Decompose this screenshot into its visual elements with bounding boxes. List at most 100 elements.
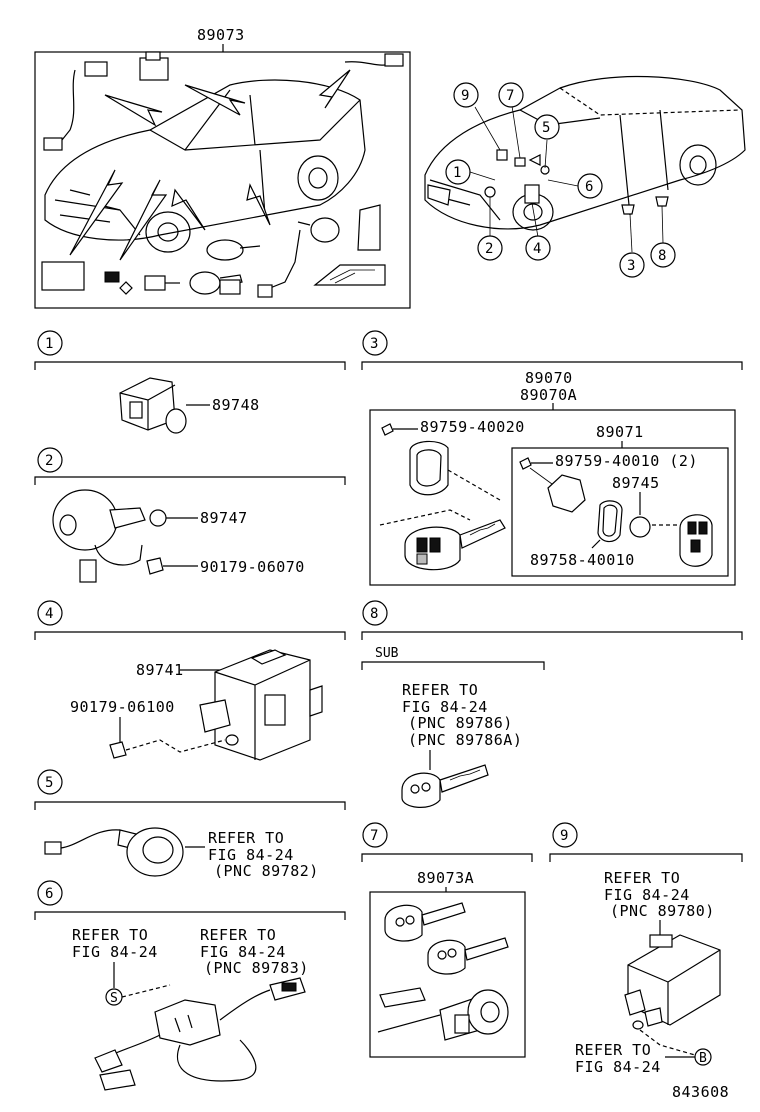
svg-text:7: 7 xyxy=(506,88,514,104)
section-3-number: 3 xyxy=(370,336,378,352)
svg-text:FIG 84-24: FIG 84-24 xyxy=(200,943,286,961)
section-8-refer-note: REFER TO FIG 84-24 (PNC 89786) (PNC 8978… xyxy=(402,681,522,749)
part-label-89745: 89745 xyxy=(612,474,660,492)
section-6-number: 6 xyxy=(45,886,53,902)
car-illustration-left xyxy=(44,69,366,261)
transmitter-kit-box xyxy=(369,409,736,586)
callout-5: 5 xyxy=(534,114,560,140)
part-key-cylinder-coil xyxy=(44,827,184,877)
section-1-number: 1 xyxy=(45,336,53,352)
callout-3: 3 xyxy=(619,252,645,278)
section-1: 1 89748 xyxy=(34,330,346,434)
part-label-89758-40010: 89758-40010 xyxy=(530,551,635,569)
svg-text:REFER TO: REFER TO xyxy=(72,926,148,944)
svg-text:FIG 84-24: FIG 84-24 xyxy=(402,698,488,716)
part-89748-switch xyxy=(119,377,187,434)
section-9-number: 9 xyxy=(560,828,568,844)
svg-text:4: 4 xyxy=(533,241,541,257)
section-7: 7 89073A xyxy=(361,822,533,1058)
part-label-89759-40020: 89759-40020 xyxy=(420,418,525,436)
svg-text:REFER TO: REFER TO xyxy=(575,1041,651,1059)
part-theft-warning-ecu xyxy=(624,934,721,1030)
section-6-refer-note-b: REFER TO FIG 84-24 (PNC 89783) xyxy=(200,926,309,977)
callout-7: 7 xyxy=(498,82,524,108)
section-5-refer-note: REFER TO FIG 84-24 (PNC 89782) xyxy=(208,829,319,880)
svg-text:S: S xyxy=(110,991,118,1006)
section-5: 5 REFER TO FIG 84-24 (PNC 89782) xyxy=(34,769,346,880)
svg-text:2: 2 xyxy=(485,241,493,257)
svg-text:REFER TO: REFER TO xyxy=(200,926,276,944)
kit-receiver xyxy=(41,261,85,291)
sub-key xyxy=(401,764,489,808)
part-label-89741: 89741 xyxy=(136,661,184,679)
part-label-89073A: 89073A xyxy=(417,869,474,887)
marker-b: B xyxy=(694,1048,712,1066)
overview-kit-panel: 89073 xyxy=(34,26,411,309)
section-4-number: 4 xyxy=(45,606,53,622)
svg-text:(PNC 89782): (PNC 89782) xyxy=(214,862,319,880)
part-clip-90179-06100 xyxy=(109,741,127,759)
kit-key-1 xyxy=(189,271,221,295)
part-label-90179-06100: 90179-06100 xyxy=(70,698,175,716)
transmitter-subassembly-box xyxy=(511,447,729,577)
part-label-89748: 89748 xyxy=(212,396,260,414)
svg-text:(PNC 89786): (PNC 89786) xyxy=(408,714,513,732)
section-8-number: 8 xyxy=(370,606,378,622)
battery-89745 xyxy=(629,516,651,538)
svg-text:6: 6 xyxy=(585,179,593,195)
kit-number-label: 89073 xyxy=(197,26,245,44)
part-unlock-warning-switch xyxy=(94,977,306,1091)
svg-text:REFER TO: REFER TO xyxy=(604,869,680,887)
section-7-number: 7 xyxy=(370,828,378,844)
key-set-key-1 xyxy=(384,902,466,942)
part-label-89071: 89071 xyxy=(596,423,644,441)
assembly-label-89070A: 89070A xyxy=(520,386,577,404)
sub-label: SUB xyxy=(375,646,399,661)
svg-text:1: 1 xyxy=(453,165,461,181)
marker-s: S xyxy=(105,988,123,1006)
kit-components xyxy=(41,51,404,298)
svg-text:FIG 84-24: FIG 84-24 xyxy=(604,886,690,904)
svg-text:9: 9 xyxy=(461,88,469,104)
figure-number: 843608 xyxy=(672,1083,729,1101)
key-set-box xyxy=(369,891,526,1058)
kit-module-top xyxy=(139,57,169,81)
svg-text:FIG 84-24: FIG 84-24 xyxy=(575,1058,661,1076)
callout-8: 8 xyxy=(650,242,676,268)
callout-6: 6 xyxy=(577,173,603,199)
svg-text:(PNC 89783): (PNC 89783) xyxy=(204,959,309,977)
section-2-number: 2 xyxy=(45,453,53,469)
svg-text:B: B xyxy=(699,1051,707,1066)
svg-text:FIG 84-24: FIG 84-24 xyxy=(72,943,158,961)
section-9-refer-note-b: REFER TO FIG 84-24 xyxy=(575,1041,661,1076)
svg-text:8: 8 xyxy=(658,248,666,264)
key-set-cylinder xyxy=(377,989,509,1041)
key-set-card xyxy=(379,987,426,1008)
part-89747-buzzer xyxy=(52,489,167,583)
callout-4: 4 xyxy=(525,235,551,261)
callout-9: 9 xyxy=(453,82,479,108)
kit-box xyxy=(34,51,411,309)
svg-text:(PNC 89786A): (PNC 89786A) xyxy=(408,731,522,749)
section-3: 3 89070 89070A 89759-40020 89071 897 xyxy=(361,330,743,586)
section-6-refer-note-a: REFER TO FIG 84-24 xyxy=(72,926,158,961)
svg-text:REFER TO: REFER TO xyxy=(208,829,284,847)
section-2: 2 89747 90179-06070 xyxy=(34,447,346,583)
callout-1: 1 xyxy=(445,159,471,185)
svg-text:3: 3 xyxy=(627,258,635,274)
overview-callout-car: 9 7 5 1 6 2 4 3 8 xyxy=(424,75,746,278)
key-set-key-2 xyxy=(427,937,509,975)
part-clip-90179-06070 xyxy=(146,557,164,575)
section-6: 6 REFER TO FIG 84-24 REFER TO FIG 84-24 … xyxy=(34,880,346,1091)
transmitter-board xyxy=(547,474,586,513)
section-9-refer-note-a: REFER TO FIG 84-24 (PNC 89780) xyxy=(604,869,714,920)
transmitter-key xyxy=(404,519,506,571)
section-5-number: 5 xyxy=(45,775,53,791)
section-4: 4 89741 90179-06100 xyxy=(34,600,346,761)
part-label-89759-40010: 89759-40010 (2) xyxy=(555,452,698,470)
part-89741-ecu xyxy=(199,649,323,761)
part-label-89747: 89747 xyxy=(200,509,248,527)
callout-2: 2 xyxy=(477,235,503,261)
section-9: 9 REFER TO FIG 84-24 (PNC 89780) REFER T… xyxy=(549,822,743,1076)
